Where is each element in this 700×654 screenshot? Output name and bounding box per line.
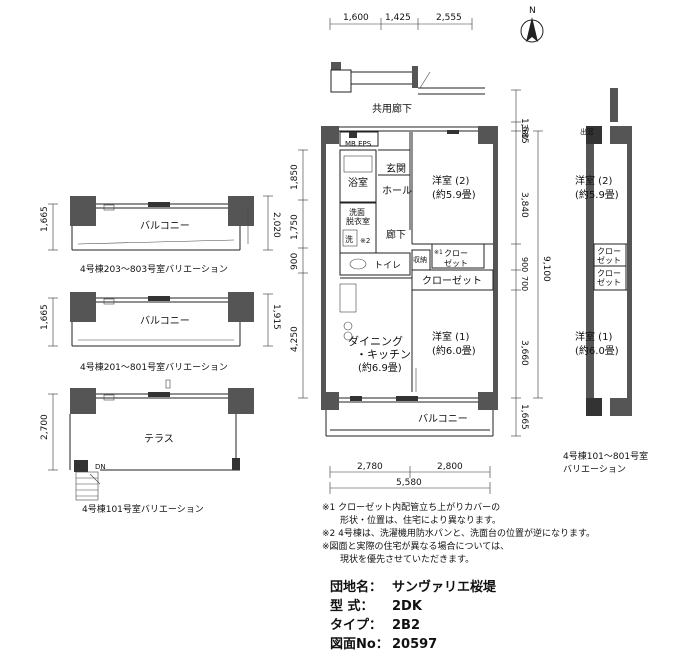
dining-label-1: ダイニング xyxy=(348,334,403,348)
corridor-label: 共用廊下 xyxy=(372,102,412,115)
variant2-dim-1: 1,665 xyxy=(40,304,50,330)
right-caption-1: 4号棟101～801号室 xyxy=(563,450,648,462)
bath-label: 浴室 xyxy=(348,176,368,189)
right-closet-a-2: ゼット xyxy=(597,255,621,265)
bottom-dim-total: 5,580 xyxy=(396,478,422,488)
info-row-type: 型 式： 2DK xyxy=(330,597,496,616)
variant2-label: バルコニー xyxy=(140,315,190,327)
variant1-dim-2: 2,020 xyxy=(271,212,281,238)
variant1-dim-1: 1,665 xyxy=(40,206,50,232)
info-value-model: 2B2 xyxy=(392,618,420,633)
washroom-label-2: 脱衣室 xyxy=(346,216,370,226)
right-dimension-line: 1,585 360 3,840 900 700 3,660 1,665 9,10… xyxy=(511,89,551,437)
right-closet-b-1: クロー xyxy=(597,269,621,278)
variant3-label: テラス xyxy=(144,433,174,445)
right-variant-plan: 出窓 洋室 (2) (約5.9畳) クロー ゼット クロー ゼット 洋室 (1)… xyxy=(563,88,648,475)
balcony-label: バルコニー xyxy=(418,413,468,425)
info-value-name: サンヴァリエ桜堤 xyxy=(392,580,497,595)
right-dim-total: 9,100 xyxy=(541,256,551,282)
western1-size: (約6.0畳) xyxy=(432,344,476,357)
top-dim-3: 2,555 xyxy=(436,13,462,23)
right-dim-5: 700 xyxy=(520,276,529,291)
left-dimension-line: 1,850 1,750 900 4,250 xyxy=(290,149,308,399)
notes-block: ※1 クローゼット内配管立ち上がりカバーの 形状・位置は、住宅により異なります。… xyxy=(322,502,692,567)
washer-label: 洗 xyxy=(345,234,353,244)
note-line-2: 形状・位置は、住宅により異なります。 xyxy=(340,516,501,526)
entrance-label: 玄関 xyxy=(386,162,406,175)
right-dim-6: 3,660 xyxy=(519,340,529,366)
info-value-type: 2DK xyxy=(392,599,422,614)
right-dim-1: 1,585 xyxy=(519,118,529,144)
western2-label: 洋室 (2) xyxy=(432,174,469,187)
variant-101-terrace: テラス DN 4号棟101号室バリエーション 2,700 xyxy=(40,379,254,515)
closet-label: クローゼット xyxy=(422,275,482,287)
right-western1-size: (約6.0畳) xyxy=(575,344,619,357)
right-closet-b-2: ゼット xyxy=(597,277,621,287)
left-dim-1: 1,850 xyxy=(290,164,300,190)
storage-label: 収納 xyxy=(413,255,427,264)
bottom-dim-2: 2,800 xyxy=(437,462,463,472)
note-line-4: ※図面と実際の住宅が異なる場合については、 xyxy=(322,542,510,552)
western1-label: 洋室 (1) xyxy=(432,330,469,343)
info-row-drawing: 図面No：20597 xyxy=(330,635,496,654)
right-western1-label: 洋室 (1) xyxy=(575,330,612,343)
note-line-1: ※1 クローゼット内配管立ち上がりカバーの xyxy=(322,503,501,513)
info-key-drawing: 図面No： xyxy=(330,637,389,652)
top-dimension-line: 1,600 1,425 2,555 xyxy=(329,13,473,30)
info-row-model: タイプ： 2B2 xyxy=(330,616,496,635)
hallway-label: 廊下 xyxy=(386,228,406,241)
note1-label: ※1 xyxy=(434,249,443,256)
right-western2-label: 洋室 (2) xyxy=(575,174,612,187)
note-line-5: 現状を優先させていただきます。 xyxy=(340,555,475,565)
north-arrow-icon: N xyxy=(520,6,544,43)
top-dim-1: 1,600 xyxy=(343,13,369,23)
variant3-caption: 4号棟101号室バリエーション xyxy=(82,503,204,515)
variant2-caption: 4号棟201～801号室バリエーション xyxy=(80,361,228,373)
variant3-dim-1: 2,700 xyxy=(40,414,50,440)
right-closet-a-1: クロー xyxy=(597,247,621,256)
note2-label: ※2 xyxy=(360,237,370,245)
right-pantry-label: 出窓 xyxy=(580,127,594,136)
left-dim-4: 4,250 xyxy=(290,326,300,352)
closet-small-label-1: クロー xyxy=(444,249,468,258)
info-block: 団地名： サンヴァリエ桜堤 型 式： 2DK タイプ： 2B2 図面No：20597 xyxy=(330,578,496,654)
note-line-3: ※2 4号棟は、洗濯機用防水パンと、洗面台の位置が逆になります。 xyxy=(322,529,596,539)
variant-203-803: バルコニー 4号棟203～803号室バリエーション 1,665 2,020 xyxy=(40,195,281,275)
variant-201-801: バルコニー 4号棟201～801号室バリエーション 1,665 1,915 xyxy=(40,292,281,373)
left-dim-3: 900 xyxy=(290,253,300,270)
western2-size: (約5.9畳) xyxy=(432,188,476,201)
stairs-dn-label: DN xyxy=(95,463,106,471)
closet-small-label-2: ゼット xyxy=(444,258,468,268)
info-key-type: 型 式： xyxy=(330,599,374,614)
hall-label: ホール xyxy=(382,185,412,197)
corridor-structure: 共用廊下 xyxy=(330,62,485,115)
bottom-dimension-lines: 2,780 2,800 5,580 xyxy=(329,462,491,494)
info-value-drawing: 20597 xyxy=(392,637,438,652)
right-caption-2: バリエーション xyxy=(563,464,626,475)
top-dim-2: 1,425 xyxy=(385,13,411,23)
right-dim-7: 1,665 xyxy=(519,404,529,430)
left-dim-2: 1,750 xyxy=(290,214,300,240)
washroom-label-1: 洗面 xyxy=(349,207,365,217)
right-dim-4: 900 xyxy=(520,257,529,272)
main-unit: バルコニー MB EPS 浴室 玄関 ホール 洗面 脱衣室 洗 ※2 廊下 トイ… xyxy=(321,126,498,437)
mb-eps-label: MB EPS xyxy=(345,140,372,148)
right-western2-size: (約5.9畳) xyxy=(575,188,619,201)
dining-label-2: ・キッチン xyxy=(356,348,411,361)
info-row-name: 団地名： サンヴァリエ桜堤 xyxy=(330,578,496,597)
dining-size: (約6.9畳) xyxy=(358,361,402,374)
info-key-model: タイプ： xyxy=(330,618,383,633)
variant2-dim-2: 1,915 xyxy=(271,304,281,330)
bottom-dim-1: 2,780 xyxy=(357,462,383,472)
north-label: N xyxy=(529,6,536,16)
right-dim-3: 3,840 xyxy=(519,192,529,218)
toilet-label: トイレ xyxy=(374,261,401,271)
variant1-caption: 4号棟203～803号室バリエーション xyxy=(80,263,228,275)
info-key-name: 団地名： xyxy=(330,580,383,595)
right-dim-2: 360 xyxy=(520,124,529,139)
variant1-label: バルコニー xyxy=(140,220,190,232)
